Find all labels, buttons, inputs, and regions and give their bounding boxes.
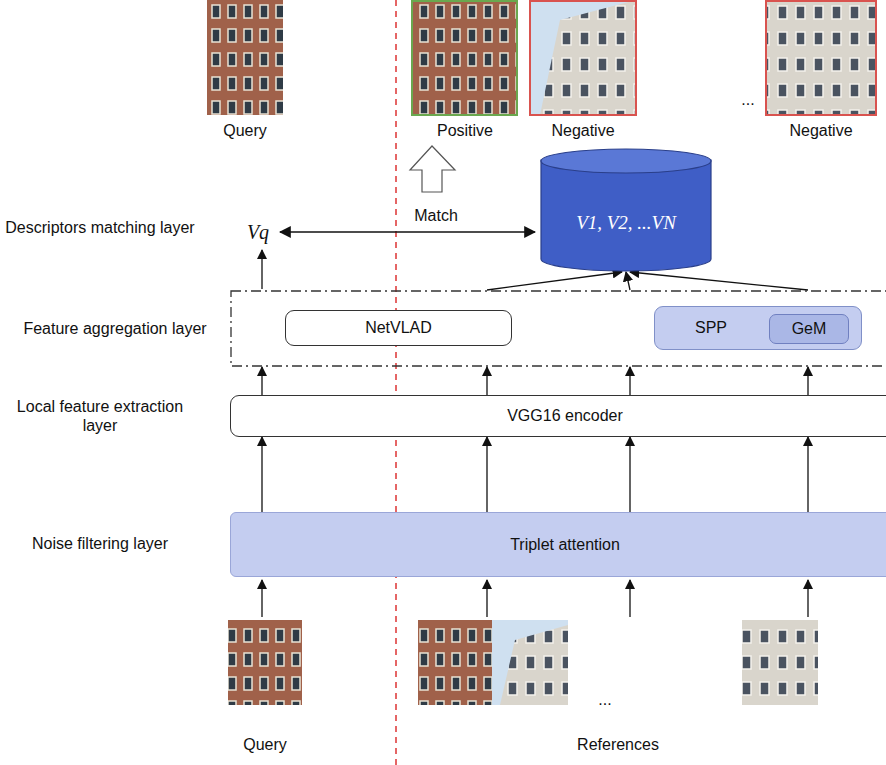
reference-photo — [742, 620, 818, 705]
query-photo — [207, 0, 283, 115]
text-label: Vq — [247, 220, 269, 244]
flow-arrow — [486, 367, 487, 395]
query-photo — [228, 620, 302, 705]
database-cylinder: V1, V2, ...VN — [540, 148, 712, 272]
negative-photo-building — [540, 0, 636, 115]
text-label: Query — [243, 735, 287, 754]
node-text: VGG16 encoder — [507, 406, 623, 425]
node-text: NetVLAD — [365, 318, 432, 337]
text-label: Noise filtering layer — [5, 534, 195, 553]
flow-arrow — [629, 367, 630, 395]
reference-photo — [418, 620, 492, 705]
negative-photo-frame — [530, 1, 636, 115]
flow-arrow — [807, 437, 808, 512]
flow-arrow — [629, 437, 630, 512]
query-descriptor-arrow — [261, 250, 262, 289]
text-label: Local feature extraction layer — [5, 397, 195, 435]
node-text: Feature aggregation layer — [20, 319, 210, 338]
attention-band: Triplet attention — [230, 512, 886, 577]
input-arrow — [486, 580, 487, 617]
match-arrow — [280, 231, 535, 233]
node-text: V1, V2, ...VN — [540, 182, 712, 264]
negative-photo — [766, 1, 876, 115]
result-arrow — [410, 146, 455, 192]
flow-arrow — [807, 367, 808, 395]
flow-arrow — [261, 367, 262, 395]
cylinder-shape — [540, 148, 712, 272]
text-label: Negative — [789, 121, 852, 140]
gem-box: GeM — [769, 314, 849, 344]
netvlad-box: NetVLAD — [285, 310, 512, 346]
positive-photo — [412, 1, 517, 115]
reference-photo-building — [500, 625, 568, 705]
text-label: References — [577, 735, 659, 754]
text-label: Match — [414, 206, 458, 225]
separator-line — [395, 0, 397, 765]
text-label: ... — [741, 90, 754, 109]
input-arrow — [629, 580, 630, 617]
aggregation-group: Feature aggregation layerNetVLADSPPGeM — [230, 290, 886, 367]
text-label: ... — [598, 690, 611, 709]
encoder-box: VGG16 encoder — [230, 395, 886, 437]
node-text: GeM — [792, 319, 827, 338]
flow-arrow — [487, 272, 622, 290]
node-text: Triplet attention — [510, 535, 620, 554]
flow-arrow — [486, 437, 487, 512]
flow-arrow — [261, 437, 262, 512]
reference-photo-sky — [492, 620, 568, 705]
input-arrow — [261, 580, 262, 617]
negative-photo-sky — [530, 1, 636, 115]
text-label: Descriptors matching layer — [5, 218, 195, 237]
flow-arrow — [626, 272, 630, 290]
text-label: Positive — [437, 121, 493, 140]
input-arrow — [807, 580, 808, 617]
spp-box: SPP GeM — [654, 306, 862, 350]
text-label: Query — [223, 121, 267, 140]
flow-arrow — [630, 272, 808, 290]
text-label: Negative — [551, 121, 614, 140]
node-text: SPP — [655, 307, 767, 349]
